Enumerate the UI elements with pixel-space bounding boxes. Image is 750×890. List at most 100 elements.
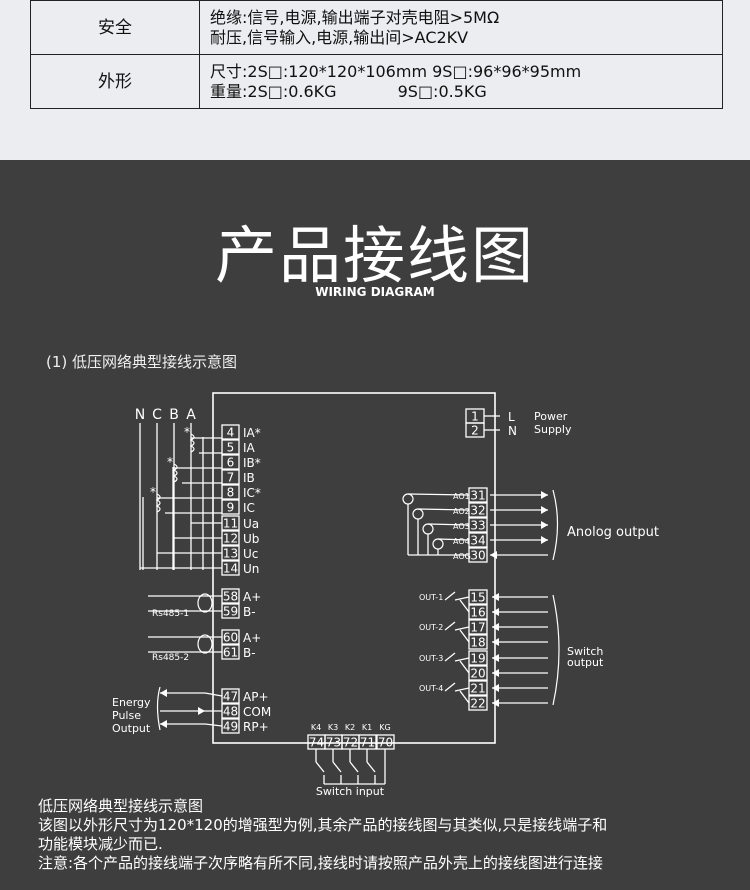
arrow-head xyxy=(541,506,548,514)
arrow-head xyxy=(541,491,548,499)
analog-wire xyxy=(417,508,470,511)
terminal-9 xyxy=(221,499,240,515)
terminal-number: 22 xyxy=(470,697,485,711)
terminal-label: IA xyxy=(243,441,256,455)
terminal-label: A+ xyxy=(243,631,261,645)
terminal-number: 58 xyxy=(223,590,238,604)
terminal-number: 7 xyxy=(227,471,235,485)
spec-value: 尺寸:2S□:120*120*106mm 9S□:96*96*95mm 重量:2… xyxy=(199,54,723,109)
note-line: 该图以外形尺寸为120*120的增强型为例,其余产品的接线图与其类似,只是接线端… xyxy=(38,816,608,834)
arrow-head xyxy=(492,623,499,631)
terminal-number: 30 xyxy=(470,549,485,563)
power-pin-label: L xyxy=(508,410,515,424)
analog-label: Anolog output xyxy=(567,525,659,540)
input-key: K2 xyxy=(345,723,355,732)
relay-wire xyxy=(454,657,470,662)
terminal-label: AP+ xyxy=(243,690,269,704)
rs485-twist xyxy=(197,593,213,613)
terminal-number: 2 xyxy=(471,424,479,438)
terminal-number: 12 xyxy=(223,532,238,546)
terminal-label: B- xyxy=(243,605,256,619)
terminal-label: IC* xyxy=(243,486,261,500)
terminal-number: 33 xyxy=(470,519,485,533)
pulse-label: Pulse xyxy=(112,709,141,722)
spec-row-shape: 外形 尺寸:2S□:120*120*106mm 9S□:96*96*95mm 重… xyxy=(30,54,723,109)
terminal-label: B- xyxy=(243,646,256,660)
relay-wire xyxy=(454,626,470,631)
terminal-number: 71 xyxy=(360,736,375,750)
terminal-number: 49 xyxy=(223,720,238,734)
arrow-head xyxy=(492,699,499,707)
spec-label: 安全 xyxy=(30,0,200,55)
power-label: Supply xyxy=(534,423,572,436)
relay-contact xyxy=(444,652,456,662)
terminal-6 xyxy=(221,454,240,470)
input-switch xyxy=(332,761,342,773)
switch-out-label: OUT-2 xyxy=(419,623,443,632)
terminal-number: 4 xyxy=(227,426,235,440)
power-label: Power xyxy=(534,410,568,423)
terminal-number: 16 xyxy=(470,606,485,620)
arrow-head xyxy=(541,521,548,529)
spec-row-safety: 安全 绝缘:信号,电源,输出端子对壳电阻>5MΩ 耐压,信号输入,电源,输出间>… xyxy=(30,0,723,55)
switch-out-label: OUT-3 xyxy=(419,654,443,663)
spec-label: 外形 xyxy=(30,54,200,109)
relay-wire xyxy=(454,596,470,601)
relay-wire xyxy=(454,687,470,692)
wire xyxy=(204,692,223,697)
diagram-caption: (1) 低压网络典型接线示意图 xyxy=(46,353,238,371)
relay-wire xyxy=(459,660,470,674)
arrow-head xyxy=(160,689,167,697)
terminal-7 xyxy=(221,469,240,485)
switch-out-label: OUT-4 xyxy=(419,684,443,693)
terminal-label: Ub xyxy=(243,532,259,546)
analog-channel: AO2 xyxy=(453,507,470,516)
phase-label-B: B xyxy=(169,407,179,423)
terminal-number: 60 xyxy=(223,631,238,645)
spec-panel: 安全 绝缘:信号,电源,输出端子对壳电阻>5MΩ 耐压,信号输入,电源,输出间>… xyxy=(0,0,750,160)
terminal-label: IC xyxy=(243,501,255,515)
terminal-label: RP+ xyxy=(243,720,269,734)
relay-wire xyxy=(459,629,470,643)
terminal-number: 74 xyxy=(309,736,324,750)
ct-mark: * xyxy=(167,455,173,469)
terminal-number: 14 xyxy=(223,562,238,576)
terminal-number: 1 xyxy=(471,410,479,424)
input-key: K1 xyxy=(362,723,372,732)
relay-wire xyxy=(459,690,470,704)
phase-label-A: A xyxy=(186,407,196,423)
terminal-number: 61 xyxy=(223,646,238,660)
pulse-label: Output xyxy=(112,722,151,735)
terminal-number: 5 xyxy=(227,441,235,455)
terminal-label: Un xyxy=(243,562,259,576)
terminal-number: 17 xyxy=(470,621,485,635)
terminal-number: 8 xyxy=(227,486,235,500)
relay-contact xyxy=(444,682,456,692)
ct-coil xyxy=(172,463,178,483)
arrow-head xyxy=(492,593,499,601)
analog-channel: AO4 xyxy=(453,537,470,546)
spec-line: 尺寸:2S□:120*120*106mm 9S□:96*96*95mm xyxy=(210,61,582,81)
analog-channel: AOG xyxy=(453,552,471,561)
analog-brace xyxy=(552,489,559,561)
terminal-number: 47 xyxy=(223,690,238,704)
terminal-number: 13 xyxy=(223,547,238,561)
arrow-head xyxy=(160,720,167,728)
terminal-number: 19 xyxy=(470,652,485,666)
meter-symbol xyxy=(402,493,414,505)
rs485-label: Rs485-1 xyxy=(152,609,189,619)
terminal-number: 9 xyxy=(227,501,235,515)
terminal-number: 21 xyxy=(470,682,485,696)
analog-channel: AO1 xyxy=(453,492,470,501)
terminal-number: 11 xyxy=(223,517,238,531)
terminal-number: 6 xyxy=(227,456,235,470)
terminal-number: 59 xyxy=(223,605,238,619)
ct-coil xyxy=(189,433,195,453)
input-switch xyxy=(349,761,359,773)
analog-channel: AO3 xyxy=(453,522,470,531)
ct-mark: * xyxy=(150,485,156,499)
note-line: 注意:各个产品的接线端子次序略有所不同,接线时请按照产品外壳上的接线图进行连接 xyxy=(38,854,603,872)
input-key: K3 xyxy=(328,723,338,732)
arrow-head xyxy=(492,684,499,692)
rs485-label: Rs485-2 xyxy=(152,653,189,663)
